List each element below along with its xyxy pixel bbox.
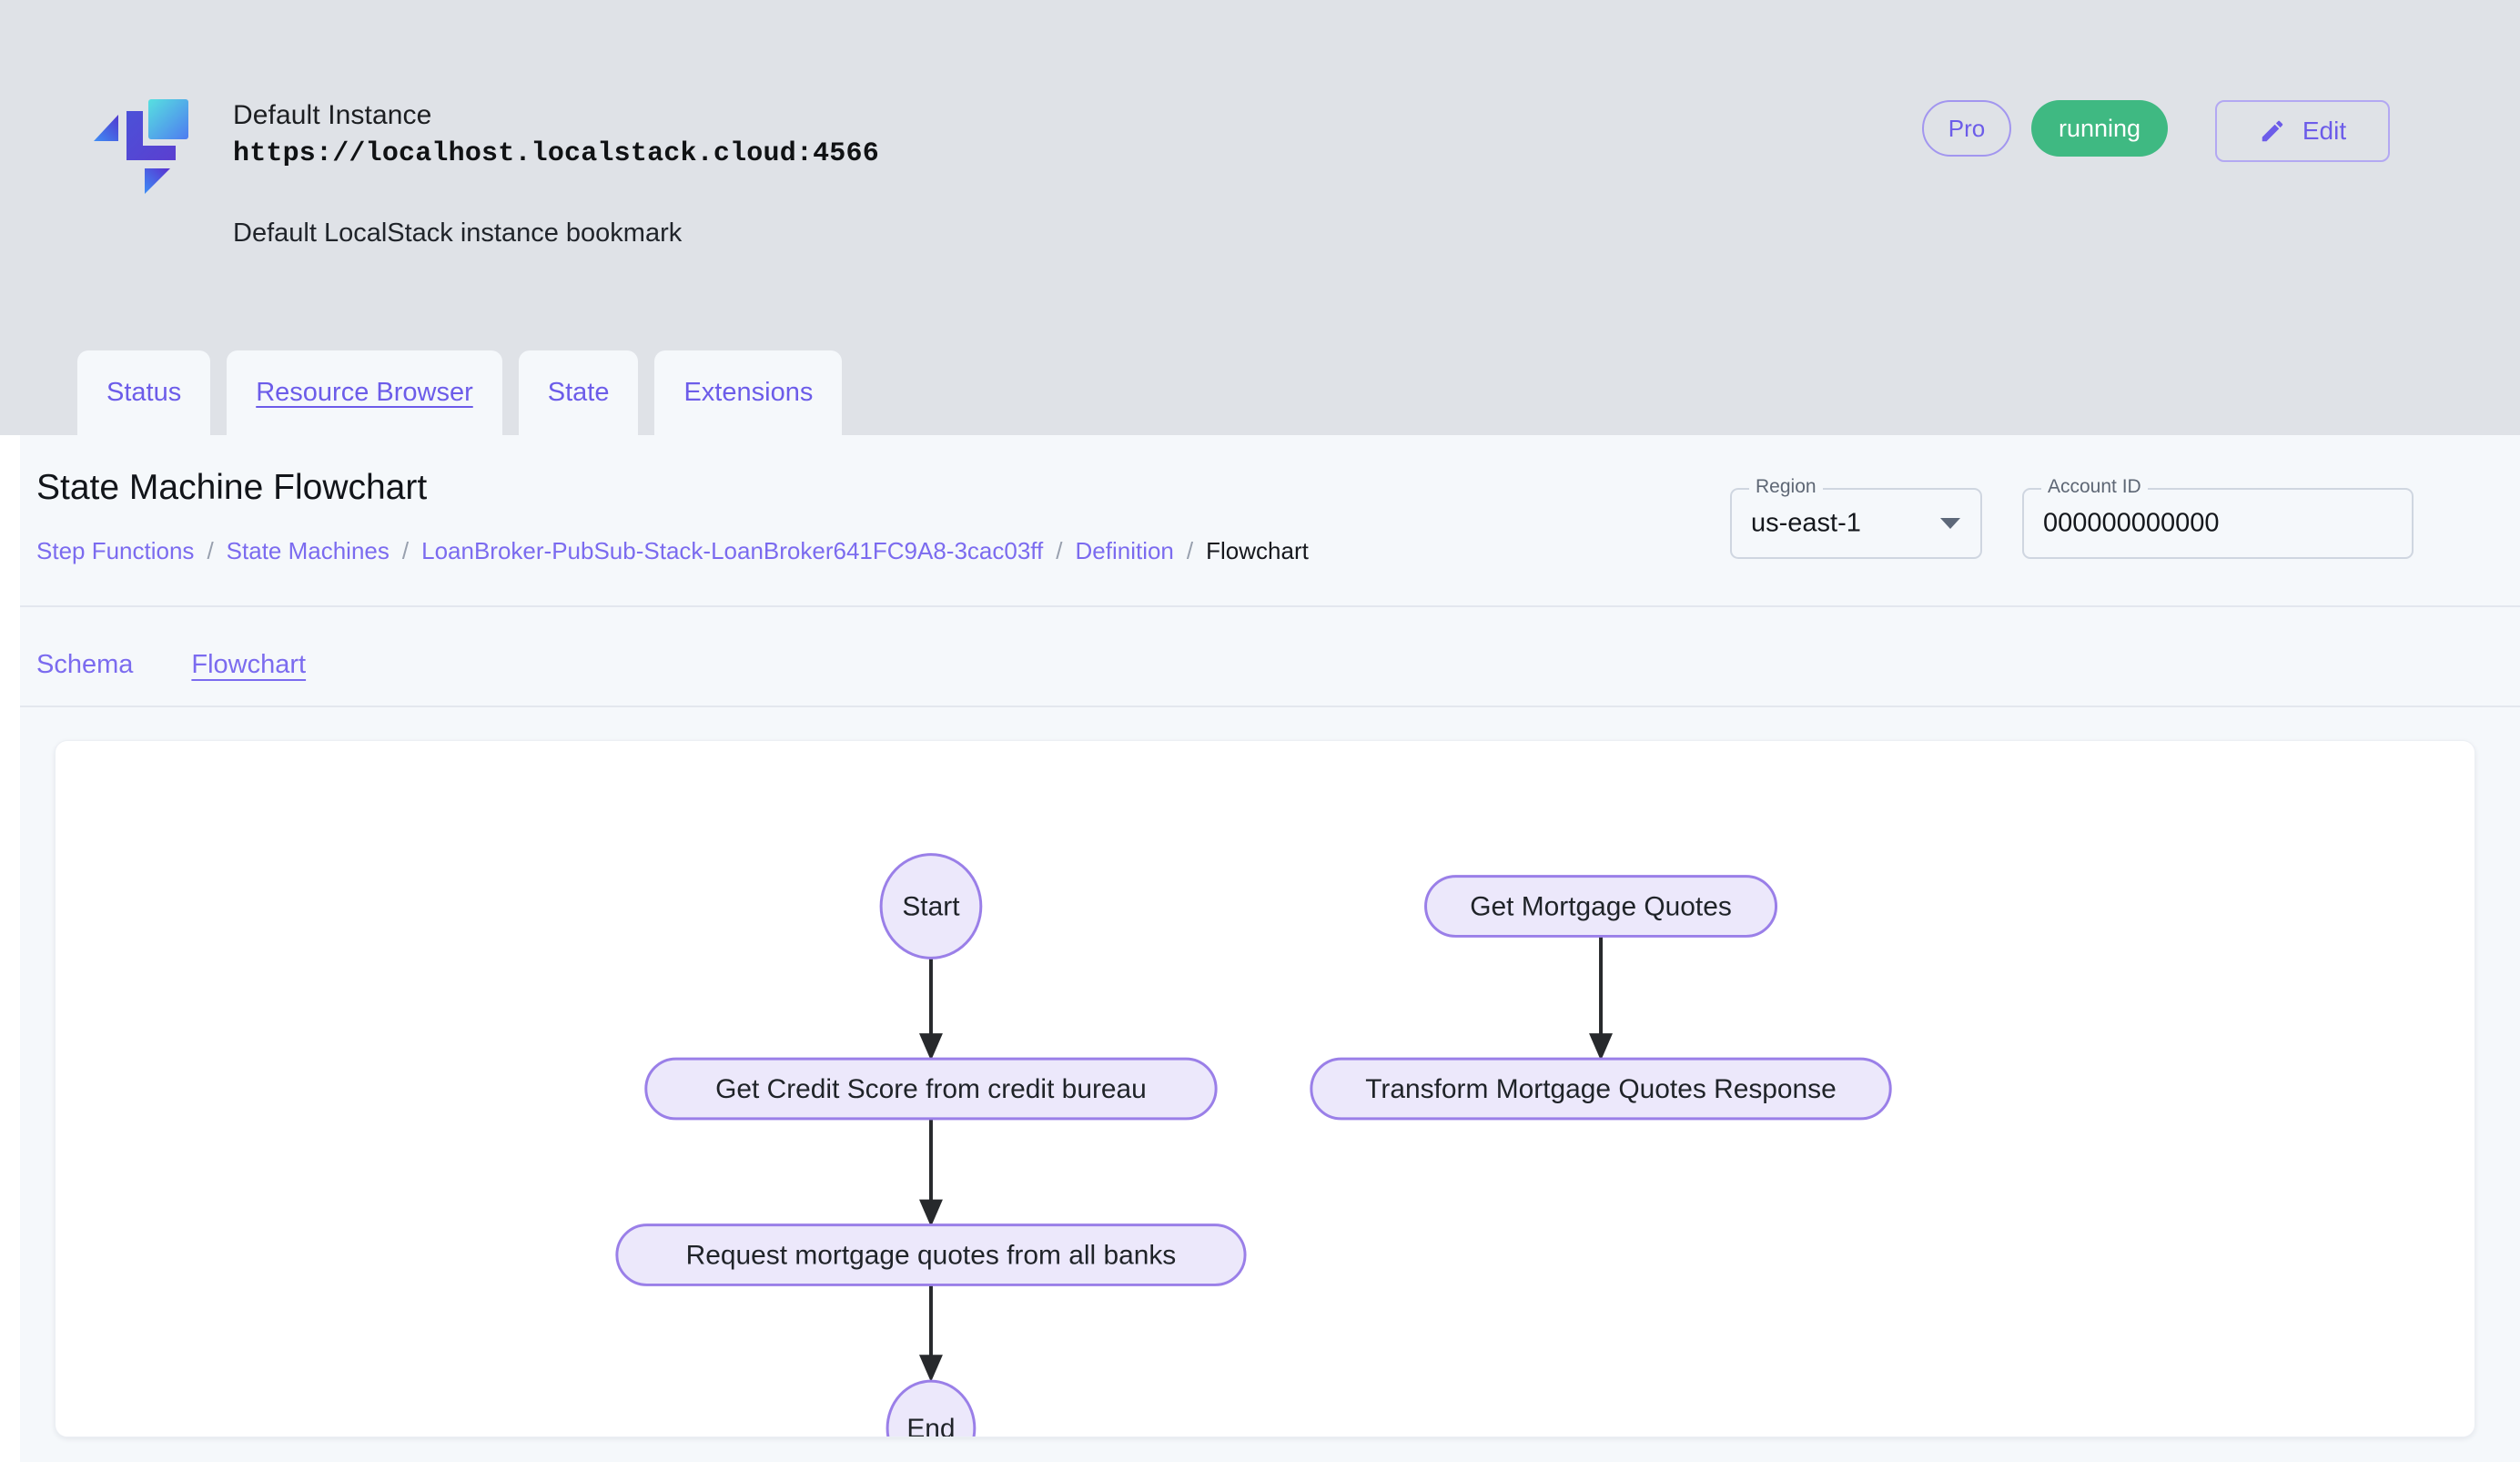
divider-bottom: [20, 706, 2520, 707]
region-value: us-east-1: [1751, 508, 1861, 538]
flow-edge-getquotes-to-transform: [1589, 936, 1613, 1061]
instance-description: Default LocalStack instance bookmark: [233, 218, 683, 248]
flow-node-transform-response-label: Transform Mortgage Quotes Response: [1365, 1074, 1837, 1104]
tab-extensions-label: Extensions: [683, 378, 814, 407]
flow-edge-request-to-end: [918, 1284, 943, 1383]
instance-header: Default Instance https://localhost.local…: [0, 0, 2520, 435]
region-select[interactable]: Region us-east-1: [1730, 476, 1982, 559]
breadcrumb-separator: /: [1056, 537, 1063, 564]
account-id-value: 000000000000: [2043, 508, 2220, 538]
instance-tabs: Status Resource Browser State Extensions: [77, 350, 843, 435]
page-title: State Machine Flowchart: [36, 468, 428, 507]
pencil-icon: [2259, 117, 2286, 145]
breadcrumb: Step Functions / State Machines / LoanBr…: [36, 537, 1309, 565]
tab-state[interactable]: State: [518, 350, 639, 435]
edit-button-label: Edit: [2302, 117, 2347, 145]
flow-node-request-quotes-label: Request mortgage quotes from all banks: [686, 1240, 1177, 1270]
flow-node-request-quotes[interactable]: Request mortgage quotes from all banks: [615, 1223, 1247, 1286]
tab-status-label: Status: [106, 378, 182, 407]
tab-extensions[interactable]: Extensions: [654, 350, 843, 435]
tab-status[interactable]: Status: [77, 350, 211, 435]
tab-state-label: State: [547, 378, 610, 407]
flow-node-get-mortgage-quotes[interactable]: Get Mortgage Quotes: [1424, 875, 1778, 938]
flow-edge-start-to-credit: [918, 958, 943, 1061]
edit-button[interactable]: Edit: [2215, 100, 2390, 162]
flowchart-svg: Start Get Credit Score from credit burea…: [615, 853, 1892, 1437]
divider-top: [20, 605, 2520, 607]
subtab-flowchart[interactable]: Flowchart: [191, 649, 307, 679]
instance-url[interactable]: https://localhost.localstack.cloud:4566: [233, 138, 879, 169]
flow-node-get-credit-score-label: Get Credit Score from credit bureau: [715, 1074, 1147, 1104]
status-badge: running: [2031, 100, 2168, 157]
localstack-logo-icon: [88, 85, 199, 196]
tab-resource-browser-label: Resource Browser: [256, 378, 473, 407]
region-label: Region: [1749, 476, 1823, 498]
tab-resource-browser[interactable]: Resource Browser: [227, 350, 502, 435]
breadcrumb-item-step-functions[interactable]: Step Functions: [36, 537, 195, 564]
subtab-schema[interactable]: Schema: [36, 649, 134, 679]
account-id-label: Account ID: [2041, 476, 2148, 498]
breadcrumb-item-state-machines[interactable]: State Machines: [226, 537, 390, 564]
flow-node-start[interactable]: Start: [879, 853, 983, 959]
flow-node-end-label: End: [906, 1414, 955, 1437]
instance-name: Default Instance: [233, 100, 432, 130]
chevron-down-icon[interactable]: [1940, 518, 1960, 529]
flow-node-get-mortgage-quotes-label: Get Mortgage Quotes: [1470, 891, 1732, 921]
breadcrumb-separator: /: [1186, 537, 1194, 564]
flowchart-canvas[interactable]: Start Get Credit Score from credit burea…: [55, 740, 2475, 1437]
resource-subtabs: Schema Flowchart: [36, 624, 306, 705]
flow-node-transform-response[interactable]: Transform Mortgage Quotes Response: [1310, 1057, 1892, 1121]
flow-node-start-label: Start: [902, 891, 960, 921]
breadcrumb-separator: /: [401, 537, 410, 564]
flow-node-get-credit-score[interactable]: Get Credit Score from credit bureau: [644, 1057, 1218, 1121]
pro-badge: Pro: [1922, 100, 2011, 157]
breadcrumb-item-definition[interactable]: Definition: [1075, 537, 1174, 564]
breadcrumb-item-state-machine-name[interactable]: LoanBroker-PubSub-Stack-LoanBroker641FC9…: [421, 537, 1044, 564]
breadcrumb-item-flowchart: Flowchart: [1206, 537, 1309, 564]
breadcrumb-separator: /: [207, 537, 214, 564]
flow-edge-credit-to-request: [918, 1118, 943, 1227]
flow-node-end[interactable]: End: [886, 1379, 977, 1437]
account-id-field[interactable]: Account ID 000000000000: [2022, 476, 2414, 559]
content-panel: State Machine Flowchart Step Functions /…: [20, 435, 2520, 1462]
